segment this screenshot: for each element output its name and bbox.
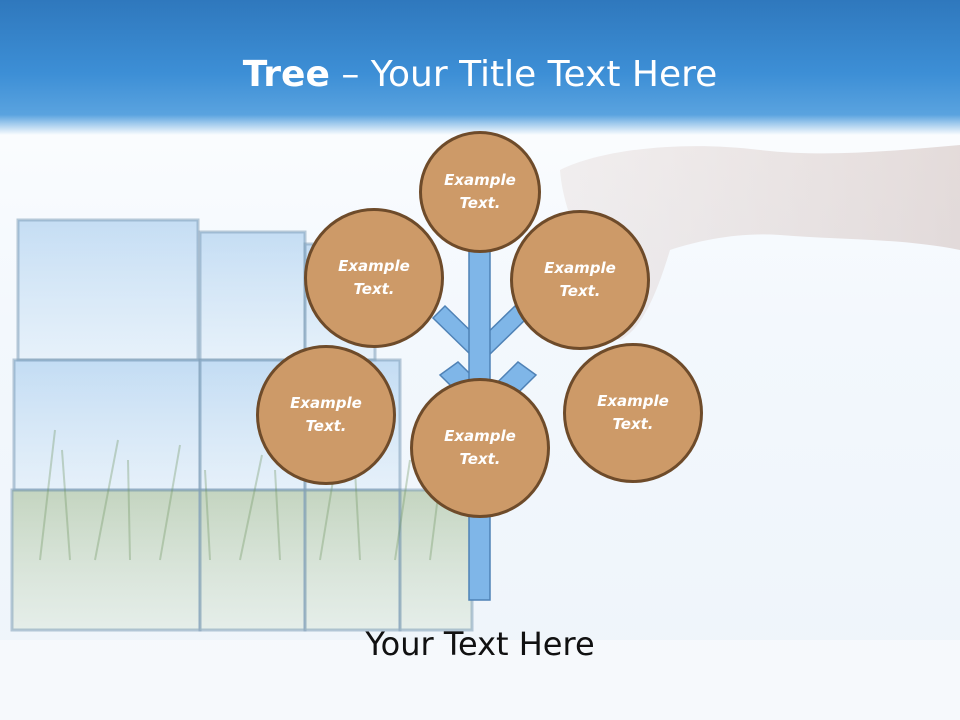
tree-node-upper-left: Example Text. (304, 208, 444, 348)
title-bold: Tree (242, 54, 330, 95)
title-rest: – Your Title Text Here (329, 54, 718, 95)
tree-node-lower-left: Example Text. (256, 345, 396, 485)
tree-node-top: Example Text. (419, 131, 541, 253)
tree-node-center: Example Text. (410, 378, 550, 518)
title-banner (0, 0, 960, 135)
caption-text: Your Text Here (365, 625, 595, 663)
slide-title: Tree – Your Title Text Here (0, 52, 960, 98)
tree-node-lower-right: Example Text. (563, 343, 703, 483)
tree-node-upper-right: Example Text. (510, 210, 650, 350)
